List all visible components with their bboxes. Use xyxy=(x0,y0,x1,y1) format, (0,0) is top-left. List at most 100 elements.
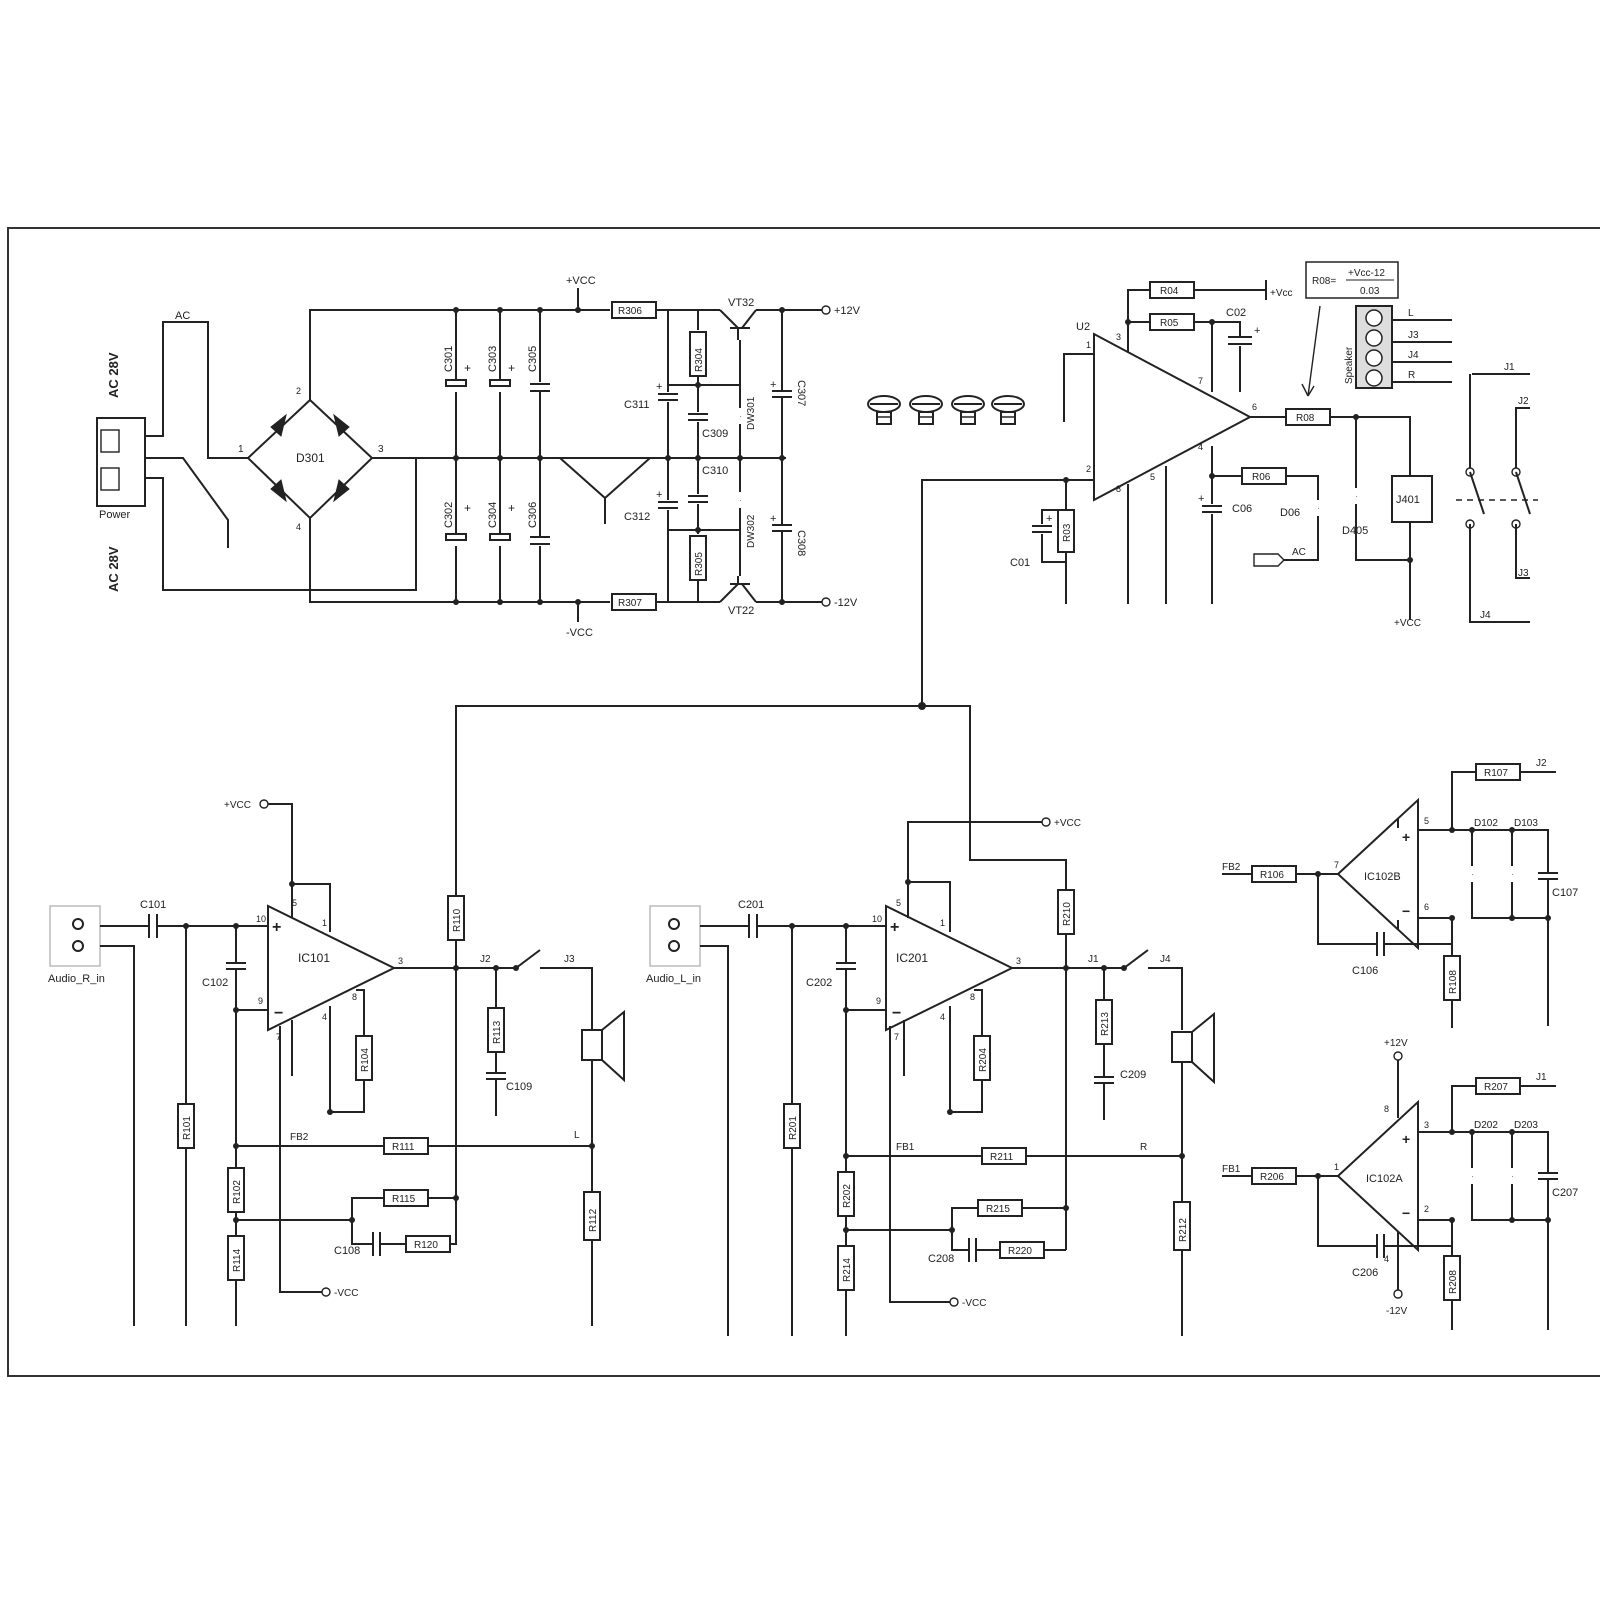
svg-text:+: + xyxy=(272,919,281,936)
minus12v-led-label: -12V xyxy=(1386,1306,1407,1317)
ic102b-opamp xyxy=(1336,797,1419,951)
svg-text:+: + xyxy=(770,379,776,391)
r106-label: R106 xyxy=(1260,870,1284,881)
relay-contact: J1 xyxy=(1504,362,1515,373)
ic102a-opamp xyxy=(1336,1099,1419,1253)
c311-label: C311 xyxy=(624,399,649,411)
relay-j401 xyxy=(1391,475,1433,523)
u2-pin: 3 xyxy=(1116,332,1121,342)
j1-label: J1 xyxy=(1088,954,1099,965)
u2-pin: 8 xyxy=(1116,484,1121,494)
d203-label: D203 xyxy=(1514,1120,1538,1131)
vt32-label: VT32 xyxy=(728,297,754,309)
speaker-icon xyxy=(1171,1011,1215,1085)
dw302-label: DW302 xyxy=(746,514,757,548)
cap-label: C304 xyxy=(487,502,499,528)
ic101-pin: 7 xyxy=(276,1032,281,1042)
ic101-vcc-label: +VCC xyxy=(224,800,251,811)
led-driver-ic102a: + − IC102A 1 3 2 8 4 +12V -12V FB1 R206 … xyxy=(1222,1038,1578,1330)
plus12v-label: +12V xyxy=(834,305,861,317)
svg-text:+: + xyxy=(770,513,776,525)
audio-l-label: Audio_L_in xyxy=(646,973,701,985)
r210-label: R210 xyxy=(1062,902,1073,926)
c109-label: C109 xyxy=(506,1081,532,1093)
r208-label: R208 xyxy=(1448,1270,1459,1294)
ic201-pin: 10 xyxy=(872,914,882,924)
r08-label: R08 xyxy=(1296,413,1315,424)
svg-text:+: + xyxy=(1046,513,1052,525)
fb2-led-label: FB2 xyxy=(1222,862,1241,873)
right-channel-amplifier: Audio_R_in C101 R101 C102 + − IC101 10 9… xyxy=(48,799,625,1326)
ic101-pin: 8 xyxy=(352,992,357,1002)
u2-pin: 4 xyxy=(1198,442,1203,452)
r05-label: R05 xyxy=(1160,318,1179,329)
r207-label: R207 xyxy=(1484,1082,1508,1093)
r114-label: R114 xyxy=(232,1248,243,1272)
u2-pin: 5 xyxy=(1150,472,1155,482)
r206-label: R206 xyxy=(1260,1172,1284,1183)
ic101-pin: 1 xyxy=(322,918,327,928)
r213-label: R213 xyxy=(1100,1012,1111,1036)
svg-text:+: + xyxy=(1198,493,1204,505)
ic201-opamp xyxy=(885,904,1015,1032)
conn-net: J4 xyxy=(1408,350,1419,361)
ic201-label: IC201 xyxy=(896,951,928,965)
audio-r-input-jack xyxy=(49,905,101,967)
formula-numerator: +Vcc-12 xyxy=(1348,268,1385,279)
ic201-pin: 5 xyxy=(896,898,901,908)
r115-label: R115 xyxy=(392,1194,416,1205)
vcc-pos-label: +VCC xyxy=(566,275,596,287)
conn-net: L xyxy=(1408,308,1414,319)
ic102a-label: IC102A xyxy=(1366,1173,1403,1185)
formula-lhs: R08= xyxy=(1312,276,1336,287)
svg-text:+: + xyxy=(464,361,471,375)
r305-label: R305 xyxy=(694,552,705,576)
d102-label: D102 xyxy=(1474,818,1498,829)
bridge-pin: 2 xyxy=(296,386,301,396)
u2-label: U2 xyxy=(1076,321,1090,333)
ic201-pin: 8 xyxy=(970,992,975,1002)
r107-label: R107 xyxy=(1484,768,1508,779)
net-r-label: R xyxy=(1140,1142,1147,1153)
cap-label: C303 xyxy=(487,346,499,372)
ic102b-pin: 5 xyxy=(1424,816,1429,826)
r110-label: R110 xyxy=(452,908,463,932)
fb1-label: FB1 xyxy=(896,1142,915,1153)
ic201-pin: 4 xyxy=(940,1012,945,1022)
svg-text:−: − xyxy=(1402,903,1410,919)
cap-label: C306 xyxy=(527,502,539,528)
audio-l-input-jack xyxy=(649,905,701,967)
net-l-label: L xyxy=(574,1130,580,1141)
led-driver-ic102b: + − IC102B 7 5 6 FB2 R106 C106 R108 R107… xyxy=(1222,758,1578,1028)
screw-icon xyxy=(991,395,1025,425)
relay-contact: J2 xyxy=(1518,396,1529,407)
ic201-vee-label: -VCC xyxy=(962,1298,986,1309)
ic101-label: IC101 xyxy=(298,951,330,965)
ac-28v-bottom-label: AC 28V xyxy=(106,546,121,592)
ic102a-pin: 3 xyxy=(1424,1120,1429,1130)
plus12v-led-label: +12V xyxy=(1384,1038,1408,1049)
vcc-label: +Vcc xyxy=(1270,288,1293,299)
j2-label: J2 xyxy=(480,954,491,965)
c202-label: C202 xyxy=(806,977,832,989)
r113-label: R113 xyxy=(492,1020,503,1044)
j2-led-label: J2 xyxy=(1536,758,1547,769)
c310-label: C310 xyxy=(702,465,728,477)
r06-label: R06 xyxy=(1252,472,1271,483)
c206-label: C206 xyxy=(1352,1267,1378,1279)
svg-text:+: + xyxy=(1254,325,1260,337)
c107-label: C107 xyxy=(1552,887,1578,899)
d06-label: D06 xyxy=(1280,507,1300,519)
u2-pin: 7 xyxy=(1198,376,1203,386)
c307-label: C307 xyxy=(795,380,807,406)
svg-text:+: + xyxy=(890,919,899,936)
ac-28v-top-label: AC 28V xyxy=(106,352,121,398)
vcc-neg-label: -VCC xyxy=(566,627,593,639)
j401-label: J401 xyxy=(1396,494,1420,506)
svg-text:+: + xyxy=(508,361,515,375)
svg-text:+: + xyxy=(656,489,662,501)
u2-pin: 6 xyxy=(1252,402,1257,412)
svg-text:+: + xyxy=(508,501,515,515)
r306-label: R306 xyxy=(618,306,642,317)
r202-label: R202 xyxy=(842,1184,853,1208)
